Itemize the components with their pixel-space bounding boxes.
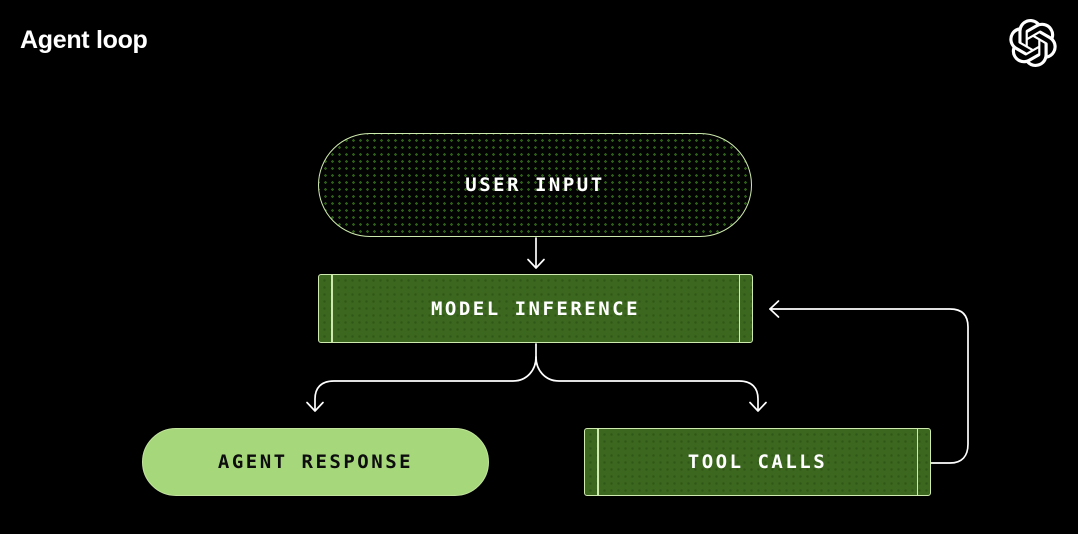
subroutine-bar-left: [597, 429, 599, 495]
arrowhead-down-right: [749, 401, 767, 412]
subroutine-bar-right: [738, 275, 740, 342]
arrowhead-down-1: [527, 258, 545, 269]
page-title: Agent loop: [20, 26, 148, 54]
node-user-input: USER INPUT: [318, 133, 752, 237]
subroutine-bar-left: [331, 275, 333, 342]
node-agent-response-label: AGENT RESPONSE: [217, 451, 414, 473]
openai-logo-icon: [1009, 19, 1057, 67]
node-tool-calls-label: TOOL CALLS: [687, 451, 828, 473]
node-model-inference: MODEL INFERENCE: [318, 274, 753, 343]
node-tool-calls: TOOL CALLS: [584, 428, 931, 496]
node-user-input-label: USER INPUT: [465, 174, 605, 196]
node-model-inference-label: MODEL INFERENCE: [430, 297, 641, 320]
node-agent-response: AGENT RESPONSE: [142, 428, 489, 496]
arrowhead-left: [769, 300, 780, 318]
edge-model-inference-to-agent-response: [314, 356, 537, 411]
arrowhead-down-left: [306, 401, 324, 412]
edge-model-inference-to-tool-calls: [535, 356, 759, 411]
subroutine-bar-right: [916, 429, 918, 495]
